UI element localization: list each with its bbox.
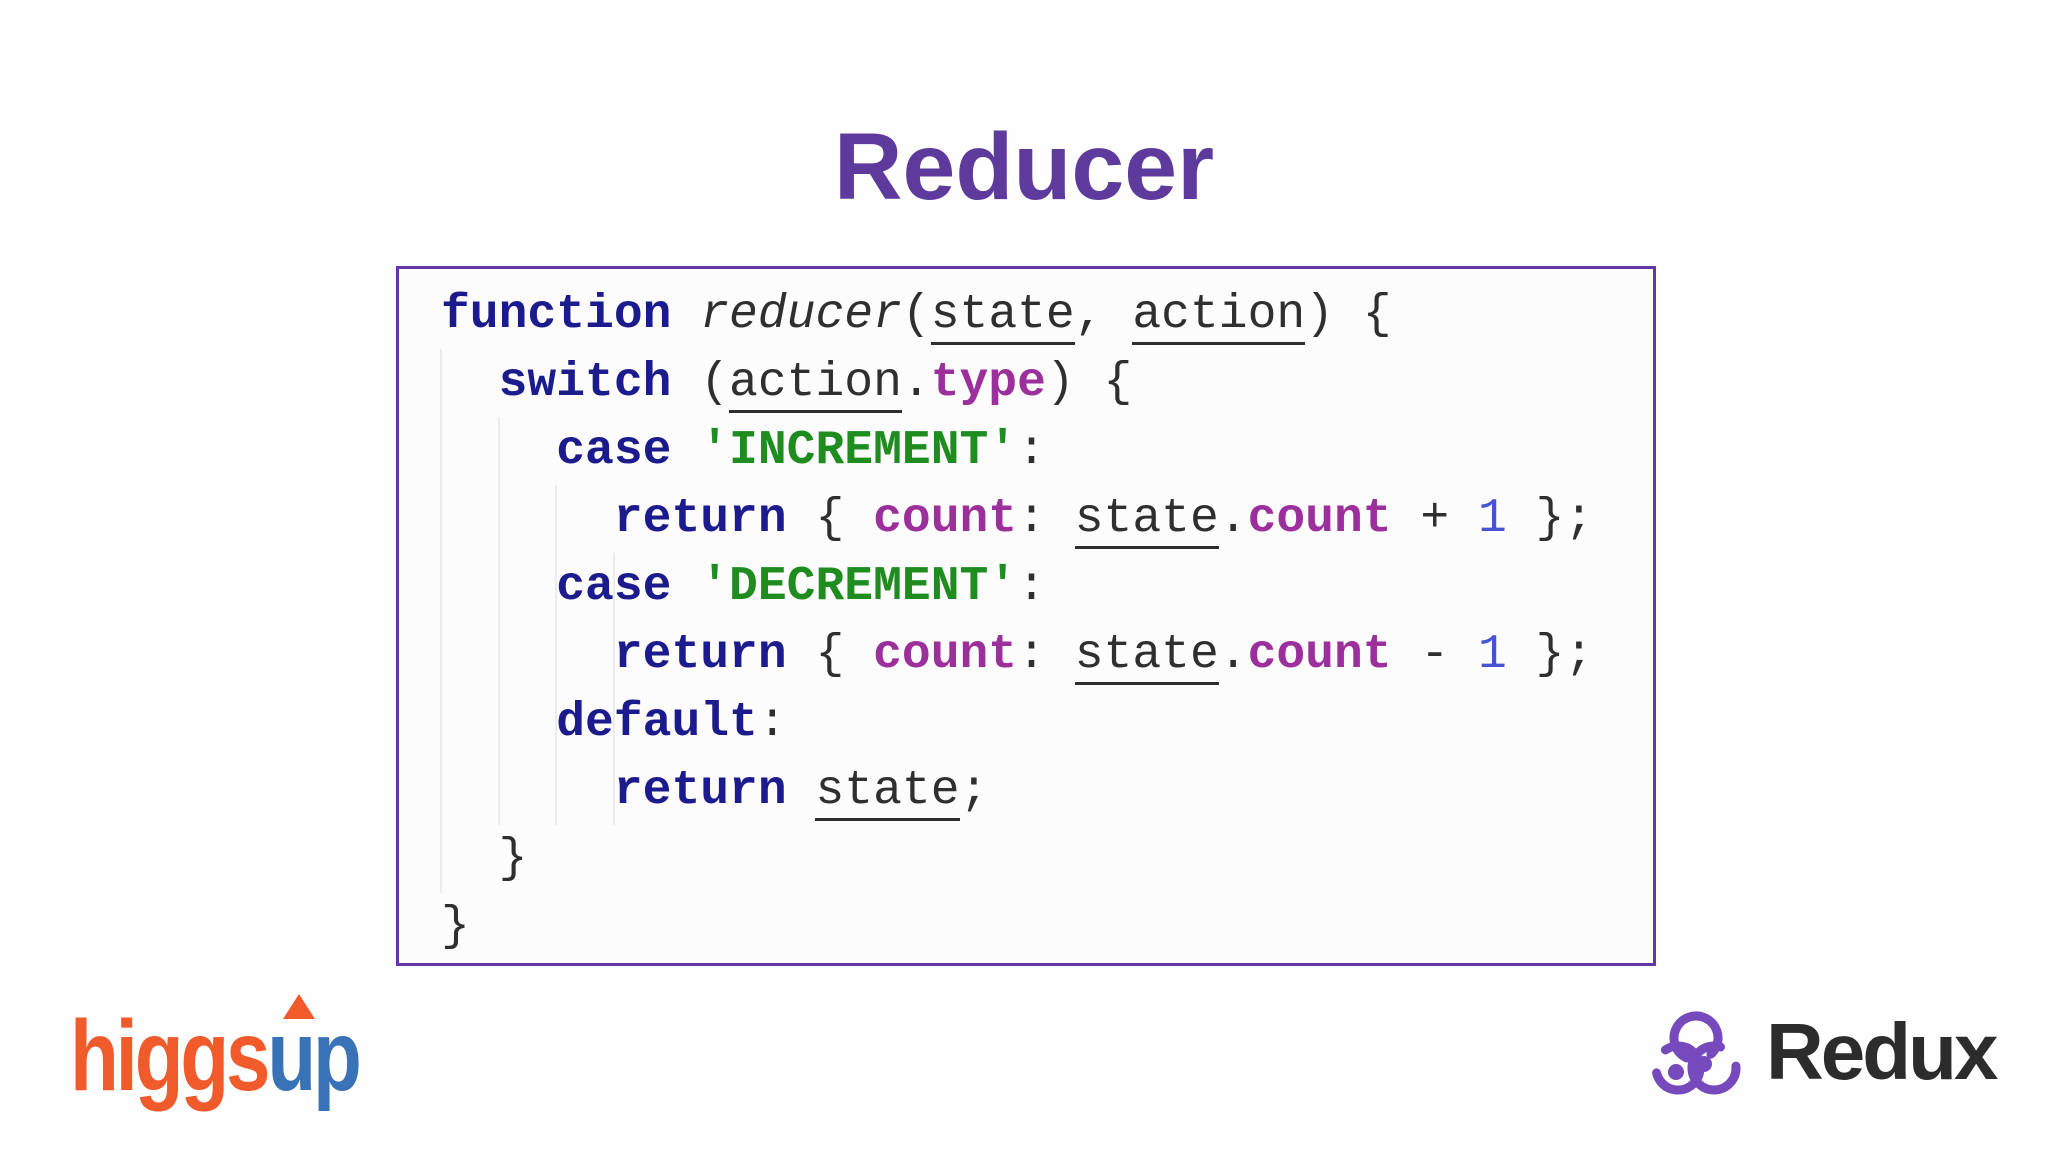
higgsup-wordmark-up: up <box>267 1000 362 1112</box>
code-token: ) { <box>1305 288 1392 342</box>
code-token: } <box>441 900 470 954</box>
code-token: count <box>1247 628 1392 682</box>
code-token: return <box>613 628 787 682</box>
code-token: : <box>1017 628 1075 682</box>
code-token: 1 <box>1478 628 1507 682</box>
code-token: state <box>1074 492 1219 549</box>
code-token: : <box>1017 560 1046 614</box>
code-token: return <box>613 492 787 546</box>
code-token: }; <box>1506 492 1594 546</box>
code-token: function <box>441 288 672 342</box>
indent-guide <box>498 417 500 825</box>
code-token: }; <box>1506 628 1594 682</box>
code-token: } <box>441 832 528 886</box>
code-token: state <box>930 288 1075 345</box>
code-token: 1 <box>1478 492 1507 546</box>
page-title: Reducer <box>833 114 1215 220</box>
code-token <box>671 288 700 342</box>
code-token: - <box>1391 628 1479 682</box>
code-token: . <box>1218 628 1248 682</box>
higgsup-wordmark-higgs: higgs <box>70 1000 271 1112</box>
code-token: { <box>786 492 874 546</box>
code-token <box>441 424 556 478</box>
code-token: ( <box>901 288 931 342</box>
code-token: ( <box>671 356 730 410</box>
code-token: 'DECREMENT' <box>700 560 1018 614</box>
code-token: : <box>1017 424 1046 478</box>
code-token: . <box>1218 492 1248 546</box>
code-token <box>441 560 556 614</box>
indent-guide <box>613 553 615 825</box>
code-token <box>441 696 556 750</box>
redux-logo: Redux <box>1648 1004 2008 1124</box>
code-token: default <box>556 696 758 750</box>
code-token: type <box>930 356 1046 410</box>
code-token: ; <box>959 764 989 818</box>
code-token: 'INCREMENT' <box>700 424 1018 478</box>
code-token: { <box>786 628 874 682</box>
code-token: . <box>901 356 931 410</box>
code-token <box>441 492 614 546</box>
code-token: switch <box>498 356 672 410</box>
redux-wordmark: Redux <box>1766 1007 1998 1096</box>
code-token: + <box>1391 492 1479 546</box>
code-token <box>441 764 614 818</box>
indent-guide <box>555 485 557 825</box>
code-token <box>441 356 499 410</box>
code-token: : <box>757 696 787 750</box>
code-token: return <box>613 764 787 818</box>
higgsup-logo: higgsup <box>70 994 490 1136</box>
code-token: case <box>556 560 672 614</box>
code-token: reducer <box>700 288 902 342</box>
redux-knot-icon <box>1651 1011 1741 1095</box>
code-token: ) { <box>1045 356 1133 410</box>
higgsup-wordmark: higgsup <box>70 1006 406 1106</box>
code-token <box>671 424 700 478</box>
code-token: action <box>729 356 902 413</box>
code-token: case <box>556 424 672 478</box>
code-token: count <box>873 628 1018 682</box>
code-block: function reducer(state, action) { switch… <box>396 266 1656 966</box>
code-listing: function reducer(state, action) { switch… <box>399 269 1593 961</box>
code-token: , <box>1074 288 1133 342</box>
higgsup-arrow-icon <box>283 994 315 1019</box>
code-token: state <box>815 764 960 821</box>
code-token: : <box>1017 492 1075 546</box>
code-token: action <box>1132 288 1306 345</box>
code-token <box>671 560 700 614</box>
code-token <box>441 628 614 682</box>
code-token: state <box>1074 628 1219 685</box>
indent-guide <box>440 349 442 893</box>
code-token: count <box>873 492 1018 546</box>
code-token: count <box>1247 492 1392 546</box>
code-token <box>787 764 816 818</box>
